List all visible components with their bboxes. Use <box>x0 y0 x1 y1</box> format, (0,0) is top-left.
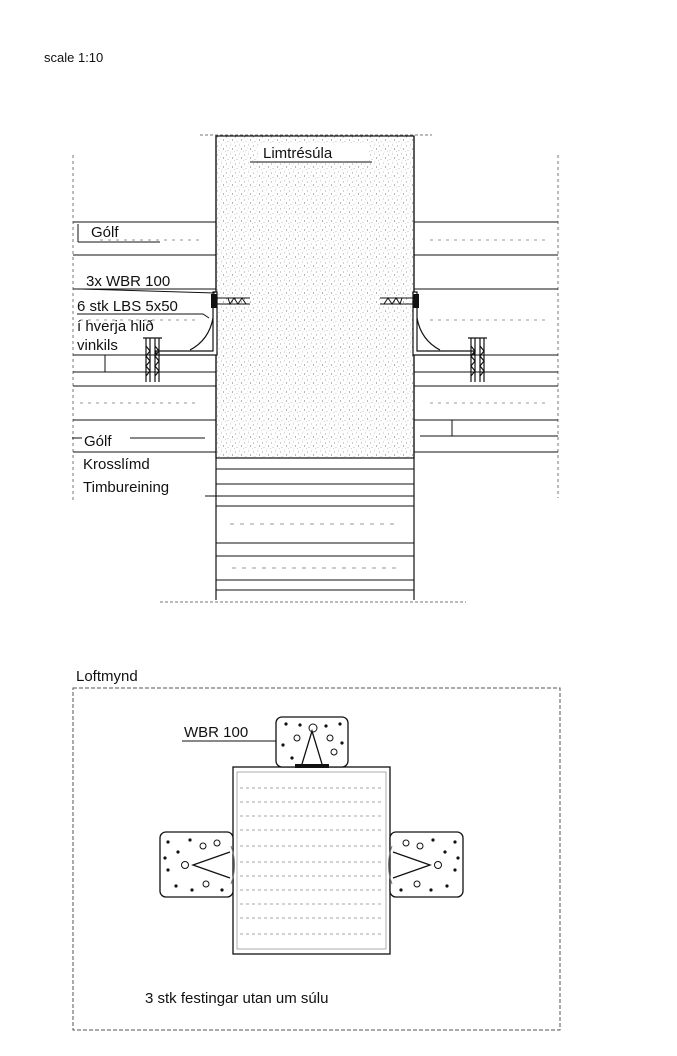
left-floor-screws <box>143 337 162 382</box>
plan-bracket-left <box>159 831 235 898</box>
plan-column-laminations <box>240 787 384 935</box>
clt-element <box>216 457 414 591</box>
scale-label: scale 1:10 <box>44 50 103 65</box>
screw-label-leader <box>196 313 210 319</box>
section-view: Limtrésúla Gólf 3x WBR 100 6 stk LBS 5x5… <box>72 134 559 603</box>
floor-label-top: Gólf <box>91 224 119 241</box>
plan-caption: 3 stk festingar utan um súlu <box>145 990 328 1007</box>
floor-label-bottom: Gólf <box>84 433 112 450</box>
clt-label-line1: Krosslímd <box>83 456 150 473</box>
bracket-label: 3x WBR 100 <box>86 273 170 290</box>
plan-bracket-label: WBR 100 <box>184 724 248 741</box>
left-floor-buildup <box>73 221 216 453</box>
right-floor-buildup <box>414 221 558 453</box>
plan-frame <box>72 687 561 1031</box>
plan-column-inner <box>236 771 387 950</box>
screw-note-line1: í hverja hlið <box>77 318 154 335</box>
plan-bracket-right <box>388 831 464 898</box>
glulam-column <box>215 135 415 459</box>
column-label-bg <box>258 143 368 163</box>
screw-label: 6 stk LBS 5x50 <box>77 298 178 315</box>
plan-title: Loftmynd <box>76 668 138 685</box>
plan-column <box>232 766 391 955</box>
plan-view: Loftmynd <box>72 668 561 1031</box>
column-label: Limtrésúla <box>263 145 333 162</box>
clt-label-line2: Timbureining <box>83 479 169 496</box>
right-angle-bracket <box>380 291 475 356</box>
screw-note-line2: vinkils <box>77 337 118 354</box>
right-floor-screws <box>468 337 487 382</box>
bracket-label-leader <box>79 288 216 294</box>
plan-bracket-top <box>275 716 349 768</box>
